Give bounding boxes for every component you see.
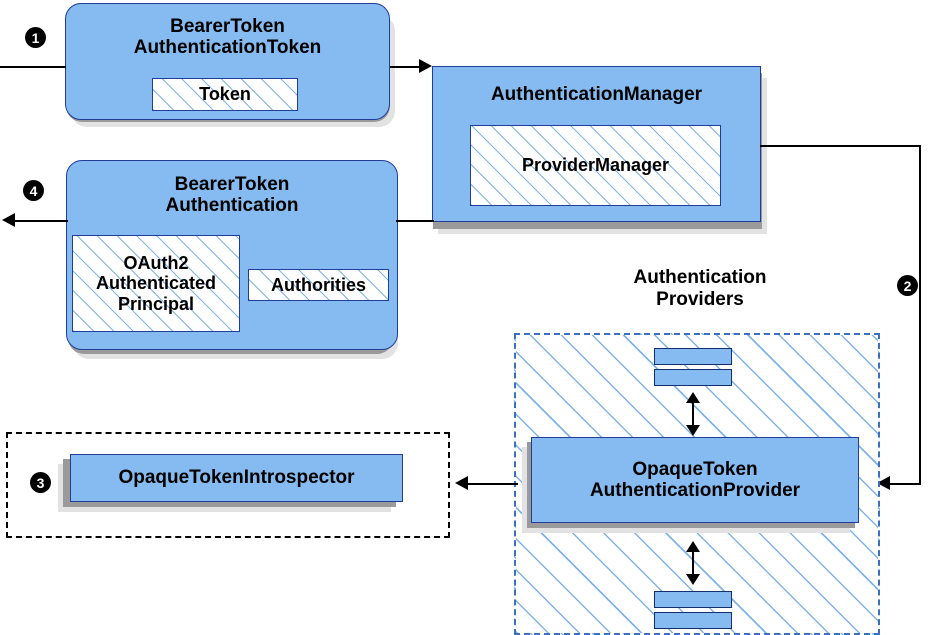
- token-inner-box[interactable]: [152, 78, 298, 111]
- provider-to-introspector-arrowhead: [455, 476, 468, 490]
- provider-bottom-connector-arrow-down: [686, 574, 700, 585]
- oauth2-authenticated-principal-box[interactable]: [72, 235, 240, 332]
- authentication-providers-title: Authentication Providers: [633, 267, 767, 310]
- bearer-token-authentication-token-title: BearerToken AuthenticationToken: [133, 15, 322, 58]
- provider-top-connector: [692, 398, 694, 434]
- opaque-token-introspector-box[interactable]: [70, 454, 403, 502]
- opaque-token-authentication-provider-title: OpaqueToken AuthenticationProvider: [589, 458, 801, 501]
- provider-top-connector-arrow-up: [686, 392, 700, 403]
- provider-bottom-connector-arrow-up: [686, 541, 700, 552]
- provider-inbound-line: [890, 483, 921, 485]
- provider-bottom-connector: [692, 547, 694, 583]
- manager-to-provider-vertical: [919, 145, 921, 483]
- opaque-token-introspector-title: OpaqueTokenIntrospector: [118, 467, 355, 489]
- oauth2-authenticated-principal-label: OAuth2 Authenticated Principal: [95, 253, 216, 314]
- provider-top-connector-arrow-down: [686, 425, 700, 436]
- token-inner-label: Token: [199, 84, 251, 105]
- provider-bottom-stub-bar-1: [654, 591, 732, 608]
- token-to-manager-arrowhead: [419, 59, 432, 73]
- response-out-arrowhead: [2, 213, 15, 227]
- provider-manager-label: ProviderManager: [521, 155, 670, 176]
- authorities-label: Authorities: [270, 274, 366, 295]
- manager-right-stub: [760, 145, 920, 147]
- provider-to-introspector-line: [468, 483, 518, 485]
- request-in-line: [0, 66, 66, 68]
- marker-3: 3: [30, 472, 51, 493]
- marker-1: 1: [25, 27, 46, 48]
- provider-manager-inner-box[interactable]: [470, 125, 721, 206]
- bearer-token-authentication-title: BearerToken Authentication: [165, 173, 299, 216]
- opaque-token-introspector-group-container: [6, 432, 450, 538]
- marker-2: 2: [897, 275, 918, 296]
- authorities-box[interactable]: [248, 269, 389, 301]
- provider-top-stub-bar-2: [654, 369, 732, 386]
- marker-4: 4: [23, 180, 44, 201]
- response-out-line: [14, 220, 68, 222]
- provider-top-stub-bar-1: [654, 348, 732, 365]
- opaque-token-authentication-provider-box[interactable]: [531, 437, 859, 523]
- token-to-manager-line: [390, 66, 421, 68]
- manager-to-authentication-line: [396, 220, 434, 222]
- provider-inbound-arrowhead: [877, 476, 890, 490]
- authentication-manager-title: AuthenticationManager: [490, 84, 703, 106]
- provider-bottom-stub-bar-2: [654, 612, 732, 629]
